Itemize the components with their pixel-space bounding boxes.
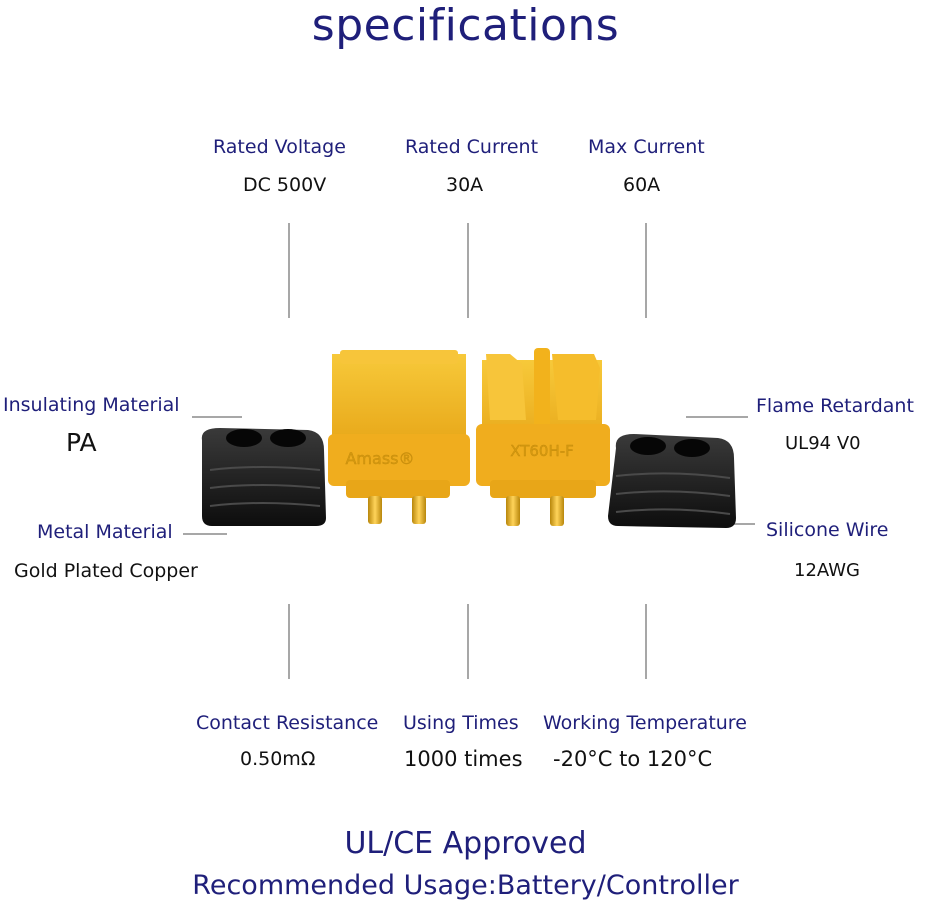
insulating-material-leader-line [192, 416, 242, 418]
metal-material-value: Gold Plated Copper [14, 560, 198, 582]
working-temperature-label: Working Temperature [543, 712, 747, 734]
rated-voltage-label: Rated Voltage [213, 136, 346, 158]
flame-retardant-leader-line [686, 416, 748, 418]
page-title: specifications [311, 0, 620, 51]
working-temperature-leader-line [645, 604, 647, 679]
female-connector: XT60H-F [476, 348, 610, 526]
rated-current-leader-line [467, 223, 469, 318]
rated-voltage-leader-line [288, 223, 290, 318]
right-cap [608, 434, 736, 528]
left-cap [201, 428, 326, 526]
rated-voltage-value: DC 500V [243, 174, 327, 196]
max-current-label: Max Current [588, 136, 705, 158]
contact-resistance-leader-line [288, 604, 290, 679]
using-times-label: Using Times [403, 712, 519, 734]
using-times-leader-line [467, 604, 469, 679]
approval-text: UL/CE Approved [344, 826, 587, 861]
product-illustration: Amass® XT60H-F [201, 348, 736, 528]
metal-material-leader-line [183, 533, 227, 535]
silicone-wire-label: Silicone Wire [766, 519, 889, 541]
flame-retardant-value: UL94 V0 [785, 433, 861, 454]
contact-resistance-label: Contact Resistance [196, 712, 379, 734]
rated-current-label: Rated Current [405, 136, 539, 158]
male-connector: Amass® [328, 350, 470, 524]
male-connector-marking: Amass® [345, 449, 414, 468]
metal-material-label: Metal Material [37, 521, 173, 543]
usage-text: Recommended Usage:Battery/Controller [192, 870, 739, 901]
flame-retardant-label: Flame Retardant [756, 395, 914, 417]
silicone-wire-value: 12AWG [794, 560, 860, 581]
using-times-value: 1000 times [404, 747, 523, 771]
working-temperature-value: -20°C to 120°C [553, 747, 713, 771]
female-connector-marking: XT60H-F [510, 442, 574, 460]
max-current-value: 60A [623, 174, 661, 196]
contact-resistance-value: 0.50mΩ [240, 748, 316, 770]
max-current-leader-line [645, 223, 647, 318]
silicone-wire-leader-line [727, 523, 755, 525]
rated-current-value: 30A [446, 174, 484, 196]
insulating-material-value: PA [66, 428, 97, 457]
insulating-material-label: Insulating Material [3, 394, 180, 416]
